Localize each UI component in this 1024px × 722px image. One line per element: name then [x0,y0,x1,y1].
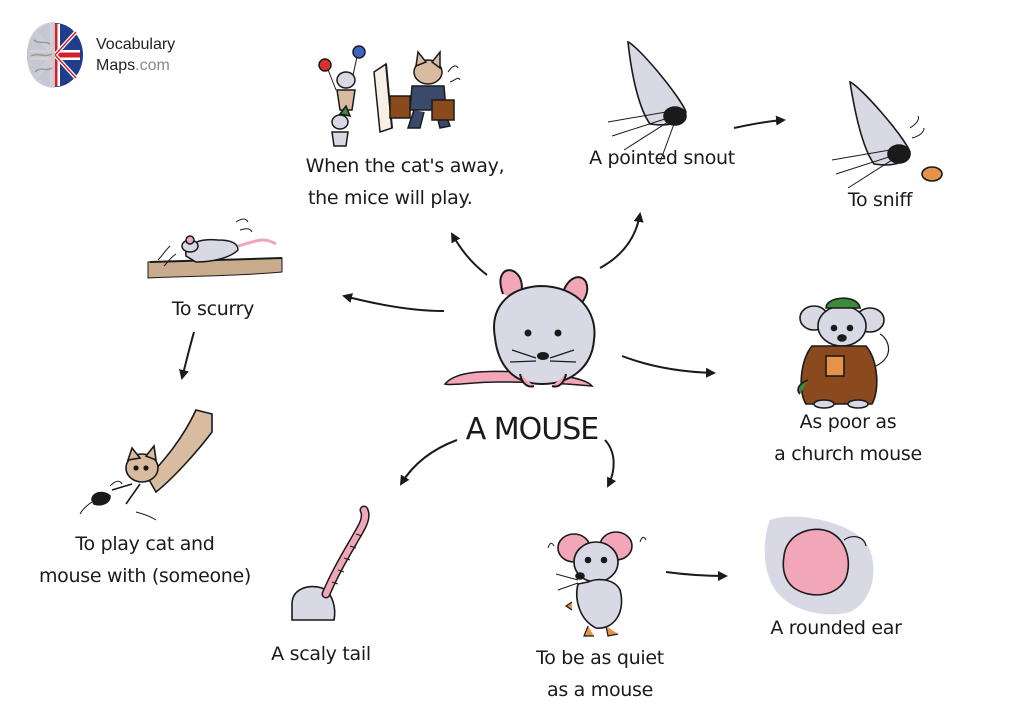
church-mouse-illustration [797,297,890,409]
label-quiet-mouse-line1: To be as quiet [536,647,664,669]
cat-and-mouse-illustration [79,409,213,521]
logo-text: Vocabulary Maps.com [96,34,175,76]
label-cats-away-line2: the mice will play. [308,187,473,209]
label-to-scurry: To scurry [171,298,255,320]
label-church-mouse-line2: a church mouse [774,443,922,465]
label-quiet-mouse-line2: as a mouse [546,679,654,701]
label-church-mouse: As poor as a church mouse [748,406,948,470]
label-pointed-snout: A pointed snout [589,147,735,169]
rounded-ear-illustration [764,516,874,615]
label-cat-and-mouse-line1: To play cat and [75,533,215,555]
label-cats-away-line1: When the cat's away, [305,155,505,177]
connector-arrows [179,115,786,581]
label-quiet-mouse: To be as quiet as a mouse [520,642,680,706]
central-mouse-illustration [443,269,596,388]
label-cat-and-mouse: To play cat and mouse with (someone) [30,528,260,592]
logo-flag-brain-icon [27,22,83,88]
label-to-sniff: To sniff [847,189,913,211]
to-sniff-illustration [831,80,943,189]
logo-line1: Vocabulary [96,36,176,53]
to-scurry-illustration [147,218,283,279]
center-label: A MOUSE [465,412,600,447]
label-cat-and-mouse-line2: mouse with (someone) [38,565,252,587]
label-rounded-ear: A rounded ear [770,617,902,639]
label-scaly-tail: A scaly tail [271,643,371,665]
pointed-snout-illustration [607,40,687,163]
logo-line2: Maps.com [96,57,170,74]
label-church-mouse-line1: As poor as [799,411,897,433]
quiet-mouse-illustration [547,531,647,637]
label-cats-away: When the cat's away, the mice will play. [290,150,520,214]
scaly-tail-illustration [291,505,370,621]
cats-away-illustration [318,45,461,147]
vocabulary-maps-logo[interactable]: Vocabulary Maps.com [26,20,226,90]
